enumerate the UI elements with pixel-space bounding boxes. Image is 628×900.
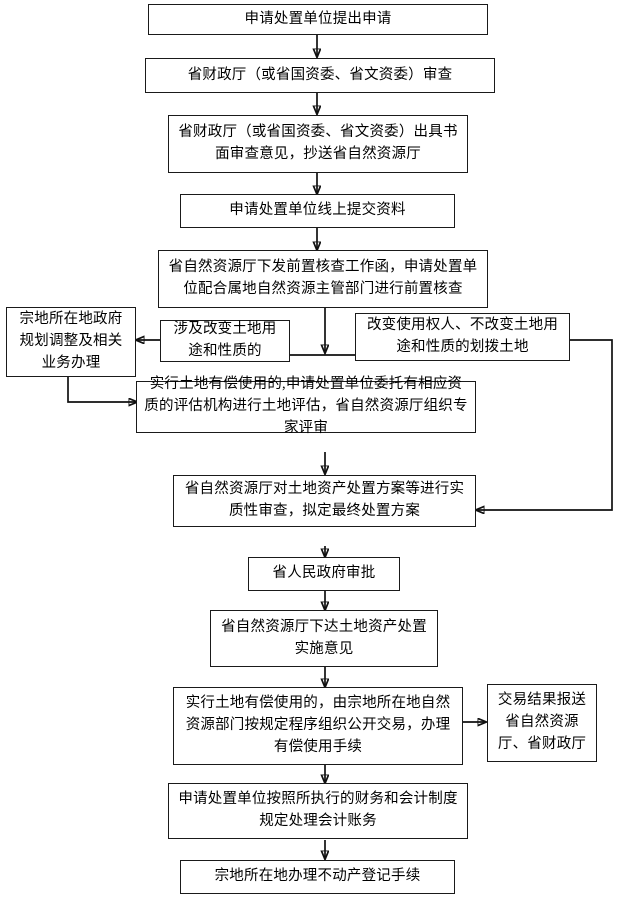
node-label: 省财政厅（或省国资委、省文资委）出具书面审查意见，抄送省自然资源厅 xyxy=(178,124,458,162)
node-accounting-treatment[interactable]: 申请处置单位按照所执行的财务和会计制度规定处理会计账务 xyxy=(168,783,468,839)
node-label: 申请处置单位按照所执行的财务和会计制度规定处理会计账务 xyxy=(178,791,458,829)
node-land-appraisal-expert-review[interactable]: 实行土地有偿使用的,申请处置单位委托有相应资质的评估机构进行土地评估，省自然资源… xyxy=(136,376,476,436)
node-label: 涉及改变土地用途和性质的 xyxy=(173,321,277,359)
node-provincial-government-approval[interactable]: 省人民政府审批 xyxy=(248,557,400,591)
node-label: 申请处置单位提出申请 xyxy=(244,10,392,27)
node-label: 实行土地有偿使用的,申请处置单位委托有相应资质的评估机构进行土地评估，省自然资源… xyxy=(144,376,468,436)
node-label: 宗地所在地政府规划调整及相关业务办理 xyxy=(19,311,123,371)
node-label: 省自然资源厅下发前置核查工作函，申请处置单位配合属地自然资源主管部门进行前置核查 xyxy=(168,259,478,297)
node-local-gov-planning-adjustment[interactable]: 宗地所在地政府规划调整及相关业务办理 xyxy=(6,307,136,377)
node-label: 省财政厅（或省国资委、省文资委）审查 xyxy=(187,66,453,83)
node-label: 交易结果报送省自然资源厅、省财政厅 xyxy=(497,692,587,752)
node-property-registration[interactable]: 宗地所在地办理不动产登记手续 xyxy=(180,860,455,894)
node-substantive-review-final-plan[interactable]: 省自然资源厅对土地资产处置方案等进行实质性审查，拟定最终处置方案 xyxy=(173,475,476,527)
node-label: 申请处置单位线上提交资料 xyxy=(229,202,406,219)
node-change-user-allocated-land[interactable]: 改变使用权人、不改变土地用途和性质的划拨土地 xyxy=(355,313,570,361)
node-apply-submit-application[interactable]: 申请处置单位提出申请 xyxy=(148,4,488,35)
node-preliminary-verification[interactable]: 省自然资源厅下发前置核查工作函，申请处置单位配合属地自然资源主管部门进行前置核查 xyxy=(158,250,488,308)
node-label: 省人民政府审批 xyxy=(272,565,376,582)
node-online-submit-materials[interactable]: 申请处置单位线上提交资料 xyxy=(180,194,455,228)
node-label: 省自然资源厅对土地资产处置方案等进行实质性审查，拟定最终处置方案 xyxy=(184,481,465,519)
edge-n8-n10 xyxy=(476,339,613,510)
node-change-land-use-nature[interactable]: 涉及改变土地用途和性质的 xyxy=(160,320,290,362)
node-issue-disposal-opinion[interactable]: 省自然资源厅下达土地资产处置实施意见 xyxy=(210,610,438,667)
node-label: 省自然资源厅下达土地资产处置实施意见 xyxy=(221,618,427,657)
node-finance-dept-review[interactable]: 省财政厅（或省国资委、省文资委）审查 xyxy=(145,58,495,93)
node-report-transaction-result[interactable]: 交易结果报送省自然资源厅、省财政厅 xyxy=(487,684,597,762)
node-public-transaction-paid-use[interactable]: 实行土地有偿使用的，由宗地所在地自然资源部门按规定程序组织公开交易，办理有偿使用… xyxy=(173,687,463,765)
edge-n6-n9 xyxy=(67,376,137,402)
node-label: 宗地所在地办理不动产登记手续 xyxy=(214,868,421,885)
node-written-review-opinion[interactable]: 省财政厅（或省国资委、省文资委）出具书面审查意见，抄送省自然资源厅 xyxy=(168,115,468,173)
node-label: 改变使用权人、不改变土地用途和性质的划拨土地 xyxy=(366,317,559,355)
node-label: 实行土地有偿使用的，由宗地所在地自然资源部门按规定程序组织公开交易，办理有偿使用… xyxy=(185,695,451,755)
